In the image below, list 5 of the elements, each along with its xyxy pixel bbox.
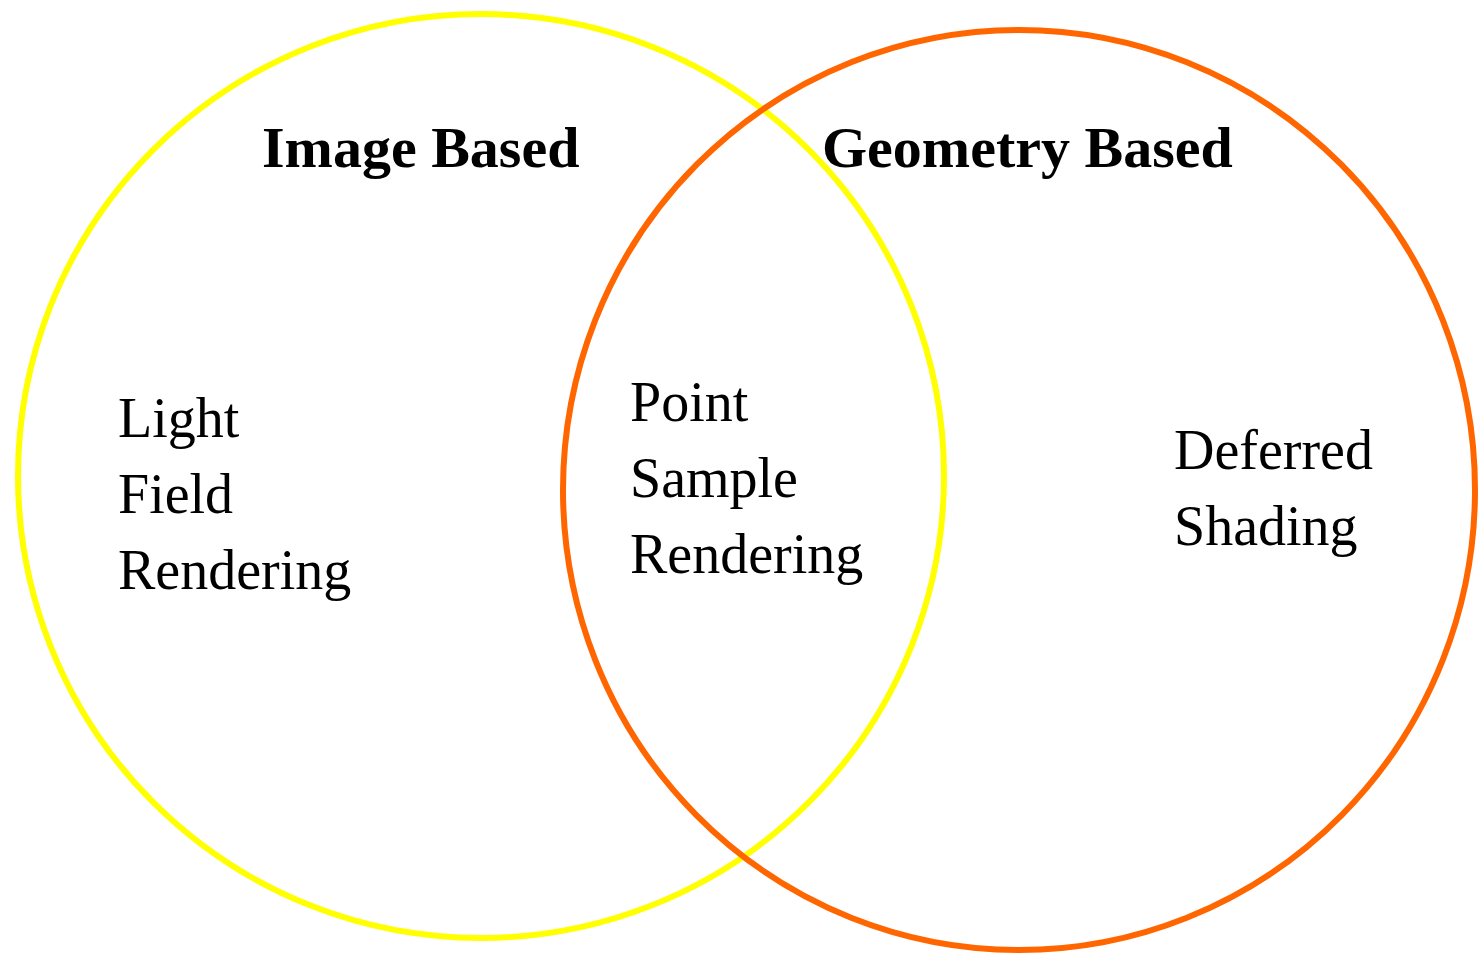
region-label: Light Field Rendering — [118, 386, 352, 603]
region-label: Point Sample Rendering — [630, 370, 864, 587]
region-label: Deferred Shading — [1174, 418, 1373, 559]
set-heading: Image Based — [262, 116, 580, 180]
set-heading: Geometry Based — [822, 116, 1233, 180]
